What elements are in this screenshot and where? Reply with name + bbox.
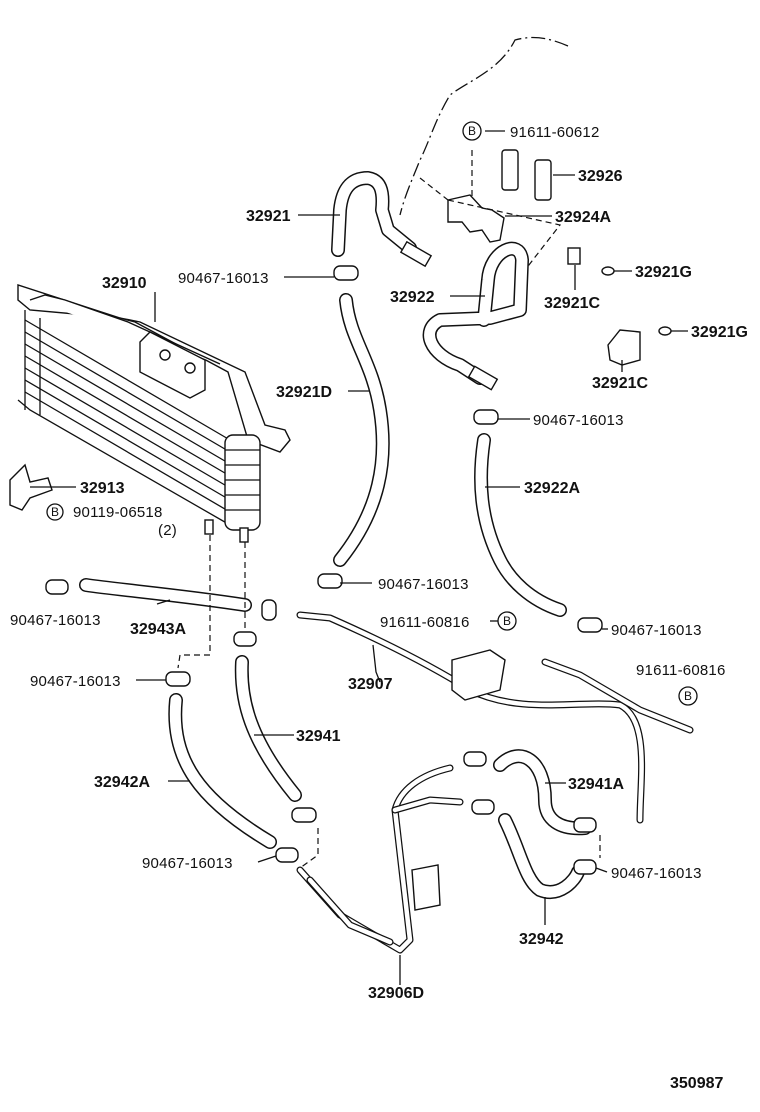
cooler-fins	[17, 310, 231, 526]
engine-outline	[399, 36, 569, 216]
clamp-e	[45, 579, 69, 595]
label-32941A: 32941A	[568, 776, 624, 793]
hose-32942A	[168, 693, 277, 849]
label-90467-g: 90467-16013	[142, 855, 233, 872]
pipe-32907	[296, 611, 694, 824]
clamp-i	[275, 847, 299, 863]
label-32942: 32942	[519, 931, 564, 948]
bolt-marker-d-text: B	[684, 689, 692, 703]
oil-cooler	[17, 284, 291, 543]
bolt-marker-b: B	[462, 121, 482, 141]
label-32943A: 32943A	[130, 621, 186, 638]
pipe-32906D	[296, 764, 464, 954]
clamp-c	[473, 409, 499, 425]
sleeve-32926	[501, 149, 552, 201]
clamp-l	[471, 799, 495, 815]
label-90467-d: 90467-16013	[611, 622, 702, 639]
label-90119-06518: 90119-06518	[73, 504, 163, 521]
label-32921C-b: 32921C	[592, 375, 648, 392]
hose-32942	[498, 813, 585, 899]
hose-32941	[234, 655, 302, 802]
hose-32943A	[79, 578, 252, 612]
clamp-m	[573, 859, 597, 875]
bolt-marker-a: B	[46, 503, 64, 521]
clamp-d	[577, 617, 603, 633]
clamp-k	[573, 817, 597, 833]
label-32921D: 32921D	[276, 384, 332, 401]
leader-dash-b	[177, 535, 246, 669]
label-qty-2: (2)	[158, 522, 177, 539]
bracket-32924A	[447, 194, 505, 243]
figure-id: 350987	[670, 1075, 723, 1092]
fitting-32921C-a	[567, 247, 581, 265]
label-91611-60816-b: 91611-60816	[636, 662, 726, 679]
hose-32922A	[474, 433, 567, 617]
label-90467-b: 90467-16013	[378, 576, 469, 593]
clamp-h	[291, 807, 317, 823]
label-91611-60612: 91611-60612	[510, 124, 600, 141]
bolt-marker-b-text: B	[468, 124, 476, 138]
label-32922A: 32922A	[524, 480, 580, 497]
label-32906D: 32906D	[368, 985, 424, 1002]
gasket-32921G-b	[658, 326, 672, 336]
clamp-b	[317, 573, 343, 589]
bolt-marker-c-text: B	[503, 614, 511, 628]
clamp-g	[165, 671, 191, 687]
label-32921C-a: 32921C	[544, 295, 600, 312]
label-32907: 32907	[348, 676, 393, 693]
label-32924A: 32924A	[555, 209, 611, 226]
label-32913: 32913	[80, 480, 125, 497]
clamp-e2	[261, 599, 277, 621]
bolt-marker-a-text: B	[51, 505, 59, 519]
leader-dash-a	[419, 150, 562, 271]
leader-lines	[30, 130, 688, 985]
clamp-j	[463, 751, 487, 767]
label-90467-c: 90467-16013	[533, 412, 624, 429]
bolt-marker-c: B	[497, 611, 517, 631]
label-90467-f: 90467-16013	[30, 673, 121, 690]
label-32921: 32921	[246, 208, 291, 225]
label-32921G-a: 32921G	[635, 264, 692, 281]
label-32942A: 32942A	[94, 774, 150, 791]
gasket-32921G-a	[601, 266, 615, 276]
label-90467-a: 90467-16013	[178, 270, 269, 287]
label-32910: 32910	[102, 275, 147, 292]
clamp-f	[233, 631, 257, 647]
label-32922: 32922	[390, 289, 435, 306]
label-90467-h: 90467-16013	[611, 865, 702, 882]
fitting-32921C-b	[607, 329, 641, 366]
label-90467-e: 90467-16013	[10, 612, 101, 629]
hose-32941A	[493, 749, 592, 836]
label-32941: 32941	[296, 728, 341, 745]
label-91611-60816-a: 91611-60816	[380, 614, 470, 631]
hose-32921D	[333, 293, 390, 567]
leader-dash-c	[299, 828, 319, 869]
label-32921G-b: 32921G	[691, 324, 748, 341]
pipe-32922	[422, 241, 529, 391]
label-32926: 32926	[578, 168, 623, 185]
clamp-a	[333, 265, 359, 281]
hose-32921	[331, 171, 433, 268]
bolt-marker-d: B	[678, 686, 698, 706]
